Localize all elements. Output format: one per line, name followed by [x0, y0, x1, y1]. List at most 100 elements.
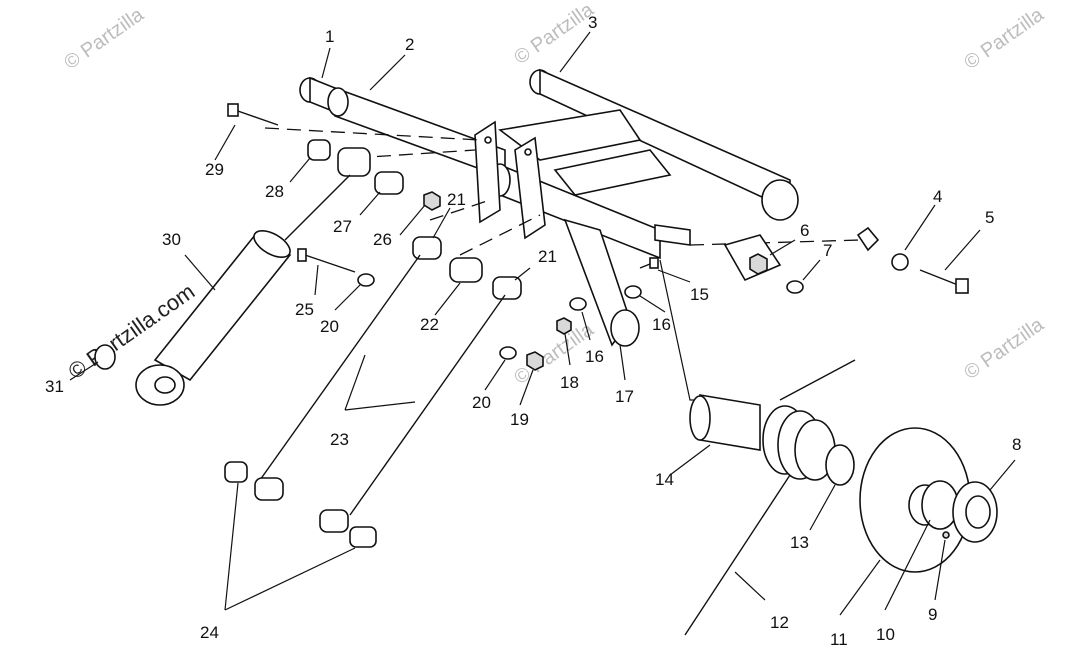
leader-12	[734, 571, 766, 601]
callout-18: 18	[560, 373, 579, 392]
bushing-24-a	[224, 461, 248, 483]
callout-25: 25	[295, 300, 314, 319]
washer-16-lower	[569, 297, 587, 311]
leader-17	[619, 344, 626, 381]
leader-7	[802, 259, 821, 281]
link-rod-right	[349, 294, 506, 516]
leader-29	[214, 124, 236, 161]
plate-hole	[524, 148, 532, 156]
spring-tang-upper	[779, 359, 856, 401]
washer-4	[891, 253, 909, 271]
leader-26	[399, 204, 426, 236]
callout-16-upper: 16	[652, 315, 671, 334]
shock-top-cap	[253, 229, 291, 259]
dash-line	[689, 239, 861, 246]
leader-16b	[581, 311, 591, 341]
link-rod-left	[259, 254, 421, 481]
bearing-10	[921, 480, 959, 530]
callout-10: 10	[876, 625, 895, 644]
bearing-8-hole	[965, 495, 991, 529]
shock-bottom-hole	[154, 376, 176, 394]
callout-30: 30	[162, 230, 181, 249]
callout-9: 9	[928, 605, 937, 624]
callout-23: 23	[330, 430, 349, 449]
leader-19	[519, 369, 534, 406]
bushing-24-b	[254, 477, 284, 501]
leader-31	[69, 361, 99, 381]
shock-top-eye	[337, 147, 371, 177]
bolt-25	[304, 254, 356, 273]
leader-2	[369, 54, 406, 91]
callout-29: 29	[205, 160, 224, 179]
callout-22: 22	[420, 315, 439, 334]
arm-hardware	[556, 257, 659, 335]
callout-26: 26	[373, 230, 392, 249]
callout-16-lower: 16	[585, 347, 604, 366]
leader-14	[669, 444, 711, 476]
tube-3-right-end	[761, 179, 799, 221]
tube-2-end	[327, 87, 349, 117]
washer-16-upper	[624, 285, 642, 299]
bushing-22	[449, 257, 483, 283]
dash-line	[354, 149, 476, 159]
callout-31: 31	[45, 377, 64, 396]
cross-tube-lower	[553, 149, 672, 196]
leader-23b	[344, 401, 416, 411]
nut-26	[423, 191, 441, 211]
dash-line	[264, 127, 481, 141]
callout-labels: 1 2 3 4 5 6 7 8 9 10 11 12 13 14 15 16 1…	[45, 13, 1021, 649]
bushing-21-upper	[412, 236, 442, 260]
callout-21-lower: 21	[538, 247, 557, 266]
leader-20b	[334, 284, 361, 311]
callout-7: 7	[823, 241, 832, 260]
leader-23a	[344, 354, 366, 411]
frame-assembly	[299, 68, 799, 347]
callout-21-upper: 21	[447, 190, 466, 209]
shock-absorber-30	[94, 174, 351, 406]
mid-left-hardware	[297, 248, 375, 287]
callout-24: 24	[200, 623, 219, 642]
bushing-24-d	[349, 526, 377, 548]
spring-housing-end	[689, 395, 711, 441]
leader-13	[809, 484, 836, 531]
callout-1: 1	[325, 27, 334, 46]
watermark-top-left: © Partzilla	[60, 3, 148, 74]
nut-18	[556, 317, 572, 335]
leader-3	[559, 31, 591, 73]
right-hardware	[723, 226, 969, 294]
idler-assembly	[684, 359, 998, 636]
leader-1	[321, 47, 331, 79]
callout-20-lower: 20	[472, 393, 491, 412]
washer-7	[786, 280, 804, 294]
link-assembly	[224, 236, 544, 548]
nut-6	[749, 253, 768, 275]
callout-11: 11	[830, 630, 848, 649]
bolt-5-head	[955, 278, 969, 294]
axle-12	[684, 474, 791, 636]
bracket-plate-right	[514, 136, 546, 240]
callout-leaders	[69, 31, 1016, 616]
bushing-21-lower	[492, 276, 522, 300]
leader-24b	[224, 547, 356, 611]
ring-9	[942, 531, 950, 539]
dash-line	[459, 214, 541, 256]
callout-2: 2	[405, 35, 414, 54]
leader-10	[884, 519, 931, 611]
bolt-15-head	[649, 257, 659, 269]
leader-18	[564, 333, 571, 366]
bracket-plate-left	[474, 120, 501, 224]
callout-6: 6	[800, 221, 809, 240]
nut-19	[526, 351, 544, 371]
bolt-29-head	[227, 103, 239, 117]
plate-hole	[484, 136, 492, 144]
leader-20a	[484, 359, 506, 391]
callout-3: 3	[588, 13, 597, 32]
callout-28: 28	[265, 182, 284, 201]
leader-28	[289, 157, 311, 183]
spacer-13	[825, 444, 855, 486]
leader-21a	[432, 207, 451, 239]
bushing-28	[307, 139, 331, 161]
leader-25	[314, 264, 319, 296]
spacer-31	[94, 344, 116, 370]
